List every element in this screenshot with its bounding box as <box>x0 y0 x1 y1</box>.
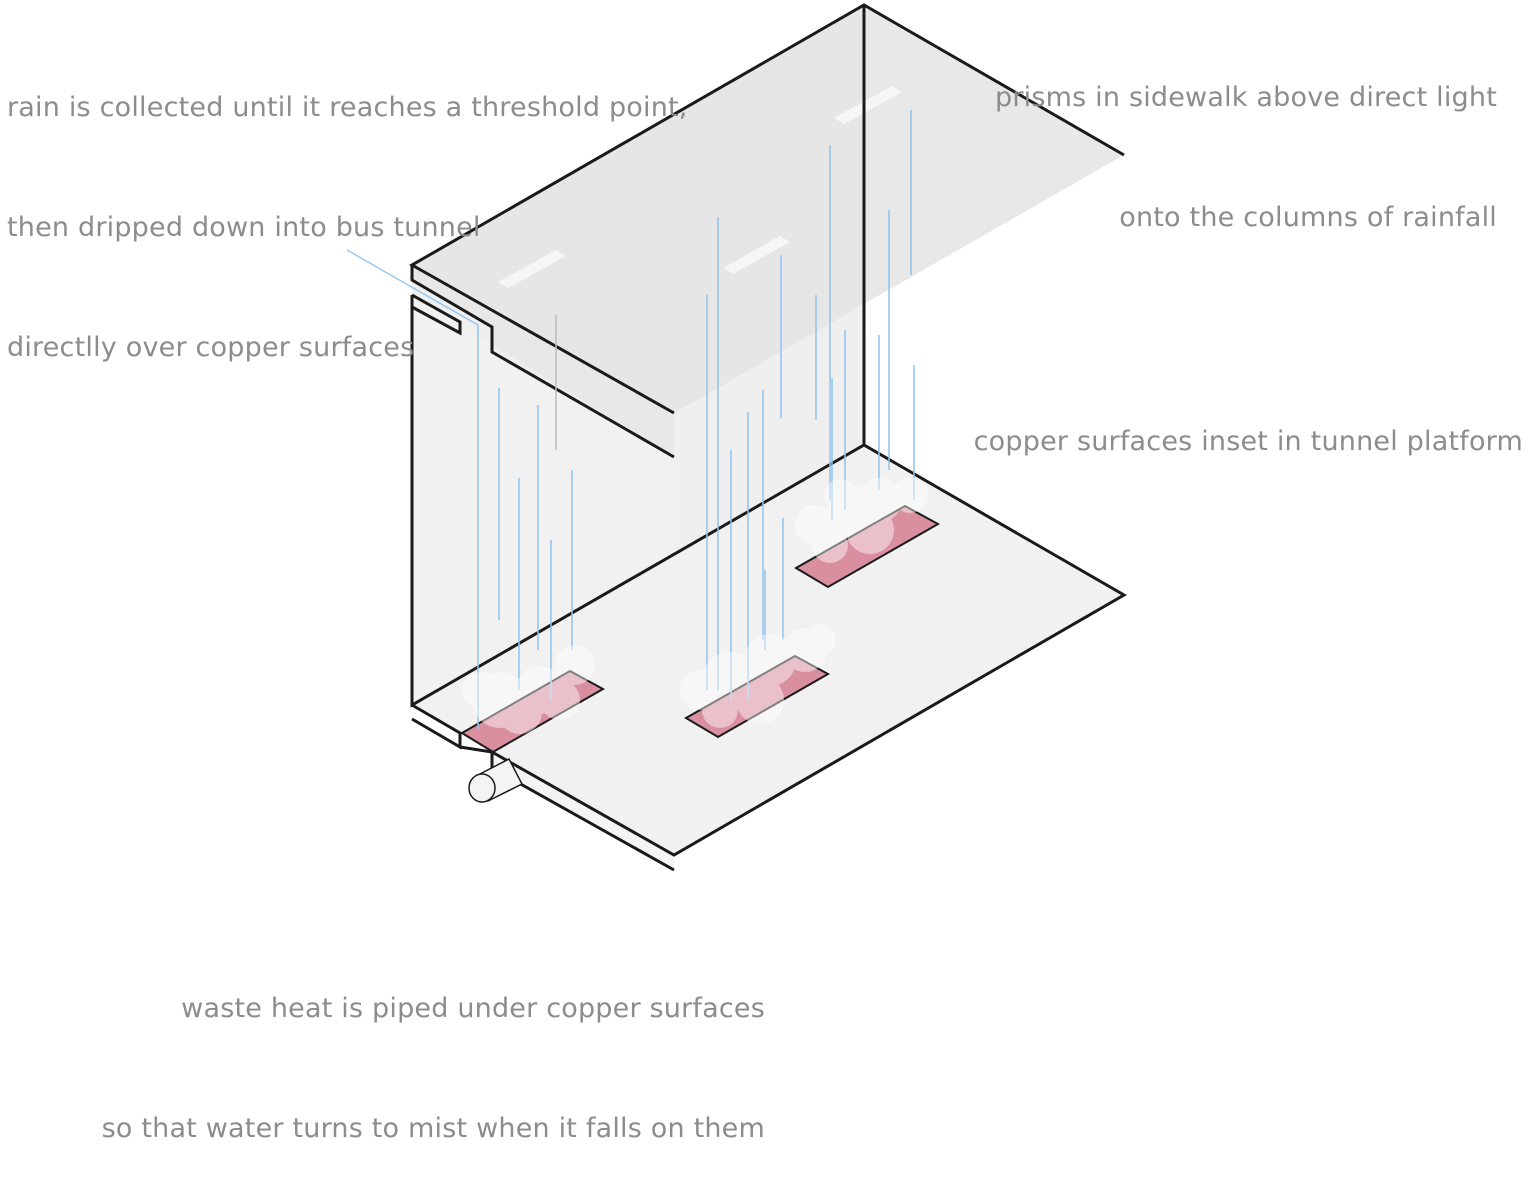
annotation-line: then dripped down into bus tunnel <box>7 212 481 243</box>
rain-columns <box>477 110 915 730</box>
mist-puff <box>702 692 738 728</box>
copper-surface <box>684 654 831 739</box>
prism <box>723 236 790 274</box>
mist-puff <box>892 477 928 513</box>
prism <box>498 250 566 288</box>
waste-heat-pipe <box>468 757 524 803</box>
mist-puff <box>680 670 720 710</box>
platform-edge <box>492 752 674 870</box>
copper-surface <box>460 669 606 754</box>
annotation-line: prisms in sidewalk above direct light <box>994 82 1497 113</box>
mist-puff <box>498 690 542 734</box>
mist-puff <box>826 486 874 534</box>
mist-puff <box>516 666 564 714</box>
annotation-line: directlly over copper surfaces <box>7 332 415 363</box>
mist-puff <box>858 478 902 522</box>
annotation-prisms: prisms in sidewalk above direct light on… <box>995 0 1497 278</box>
mist-puff <box>783 628 827 672</box>
annotation-line: so that water turns to mist when it fall… <box>101 1113 765 1144</box>
ceiling-front-face <box>412 265 674 457</box>
mist-puff <box>795 505 835 545</box>
mist-puff <box>702 652 758 708</box>
annotation-line: waste heat is piped under copper surface… <box>181 993 765 1024</box>
sidewalk-prisms <box>498 86 902 288</box>
mist-puff <box>812 527 848 563</box>
collector-line <box>346 249 479 326</box>
ceiling-slab <box>412 5 1124 413</box>
mist-puff <box>462 672 498 708</box>
mist-puff <box>736 676 784 724</box>
mist-puff <box>804 624 836 656</box>
annotation-line: rain is collected until it reaches a thr… <box>7 92 688 123</box>
structure-outlines <box>408 3 1127 872</box>
mist-puff <box>540 680 580 720</box>
annotation-rain-collection: rain is collected until it reaches a thr… <box>7 8 688 408</box>
mist-puff <box>824 479 856 511</box>
mist-puff <box>555 645 595 685</box>
annotation-copper-inset: copper surfaces inset in tunnel platform <box>973 426 1523 457</box>
mist-cloud <box>462 477 928 734</box>
mist-puff <box>846 506 894 554</box>
tunnel-diagram <box>346 3 1127 872</box>
mist-puff <box>744 634 796 686</box>
platform-floor <box>412 445 1124 855</box>
copper-surface <box>794 504 941 589</box>
copper-surfaces <box>460 504 941 754</box>
prism <box>834 86 902 124</box>
mist-puff <box>472 672 528 728</box>
annotation-waste-heat: waste heat is piped under copper surface… <box>102 909 765 1189</box>
annotation-line: onto the columns of rainfall <box>1119 202 1497 233</box>
